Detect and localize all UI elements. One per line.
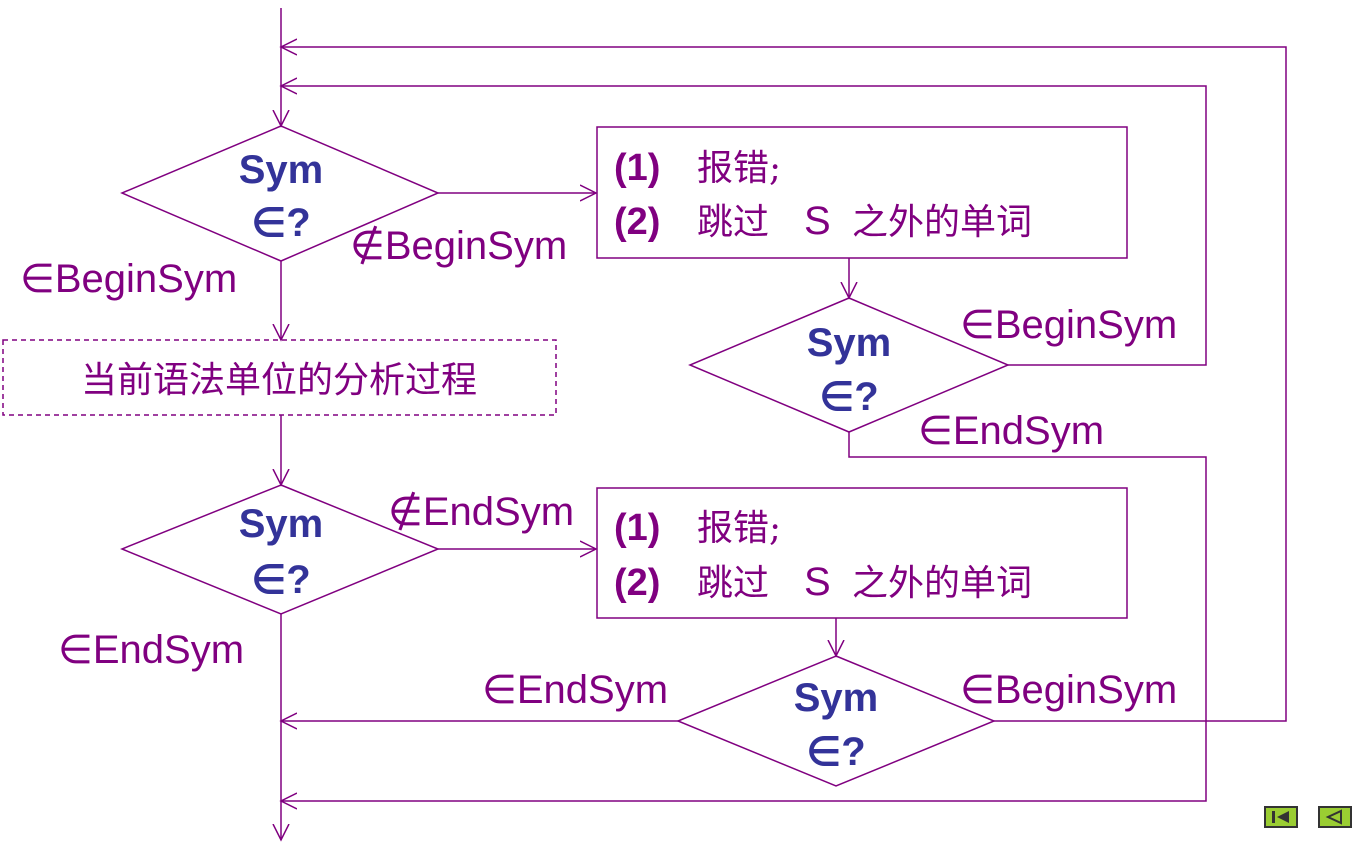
- first-page-icon: [1264, 806, 1298, 828]
- error1-step2-symbol: S: [804, 199, 831, 243]
- diamond1-sym-text: Sym: [239, 148, 324, 192]
- error-box-1: [596, 126, 1128, 259]
- previous-page-icon: [1318, 806, 1352, 828]
- decision-diamond-4: [676, 655, 996, 787]
- diamond4-begin-loop-line: [281, 47, 1287, 722]
- label-diamond2-in-begin: ∈BeginSym: [960, 303, 1177, 347]
- error2-step2-symbol: S: [804, 560, 831, 604]
- decision-diamond-2: [688, 297, 1010, 433]
- decision-diamond-1: [120, 125, 440, 262]
- label-diamond4-in-begin: ∈BeginSym: [960, 668, 1177, 712]
- decision-diamond-3: [120, 484, 440, 615]
- label-diamond4-in-end: ∈EndSym: [482, 668, 668, 712]
- diamond4-in-text: ∈?: [806, 730, 865, 774]
- label-diamond3-in-end: ∈EndSym: [58, 628, 244, 672]
- error1-step2-number: (2): [614, 201, 660, 243]
- error-box-2: [596, 487, 1128, 619]
- error1-step1-number: (1): [614, 147, 660, 189]
- diamond3-sym-text: Sym: [239, 502, 324, 546]
- previous-page-button[interactable]: [1318, 806, 1352, 828]
- error1-step1-text: 报错;: [697, 148, 781, 189]
- first-page-button[interactable]: [1264, 806, 1298, 828]
- diamond2-end-path-line: [281, 432, 1207, 801]
- diamond3-in-text: ∈?: [251, 558, 310, 602]
- analysis-box: [2, 339, 557, 416]
- analysis-box-text: 当前语法单位的分析过程: [81, 360, 477, 401]
- label-diamond3-notin-end: ∉EndSym: [388, 490, 574, 534]
- error2-step1-text: 报错;: [697, 508, 781, 549]
- label-diamond2-in-end: ∈EndSym: [918, 409, 1104, 453]
- diamond1-in-text: ∈?: [251, 201, 310, 245]
- diamond2-sym-text: Sym: [807, 321, 892, 365]
- error2-step1-number: (1): [614, 507, 660, 549]
- diamond2-begin-loop-line: [281, 86, 1207, 366]
- diamond2-in-text: ∈?: [819, 375, 878, 419]
- error2-step2-number: (2): [614, 562, 660, 604]
- error1-step2-text-b: 之外的单词: [852, 202, 1032, 243]
- label-diamond1-in-begin: ∈BeginSym: [20, 257, 237, 301]
- error1-step2-text-a: 跳过: [697, 202, 769, 243]
- diamond4-sym-text: Sym: [794, 676, 879, 720]
- label-diamond1-notin-begin: ∉BeginSym: [350, 224, 567, 268]
- error2-step2-text-a: 跳过: [697, 563, 769, 604]
- error2-step2-text-b: 之外的单词: [852, 563, 1032, 604]
